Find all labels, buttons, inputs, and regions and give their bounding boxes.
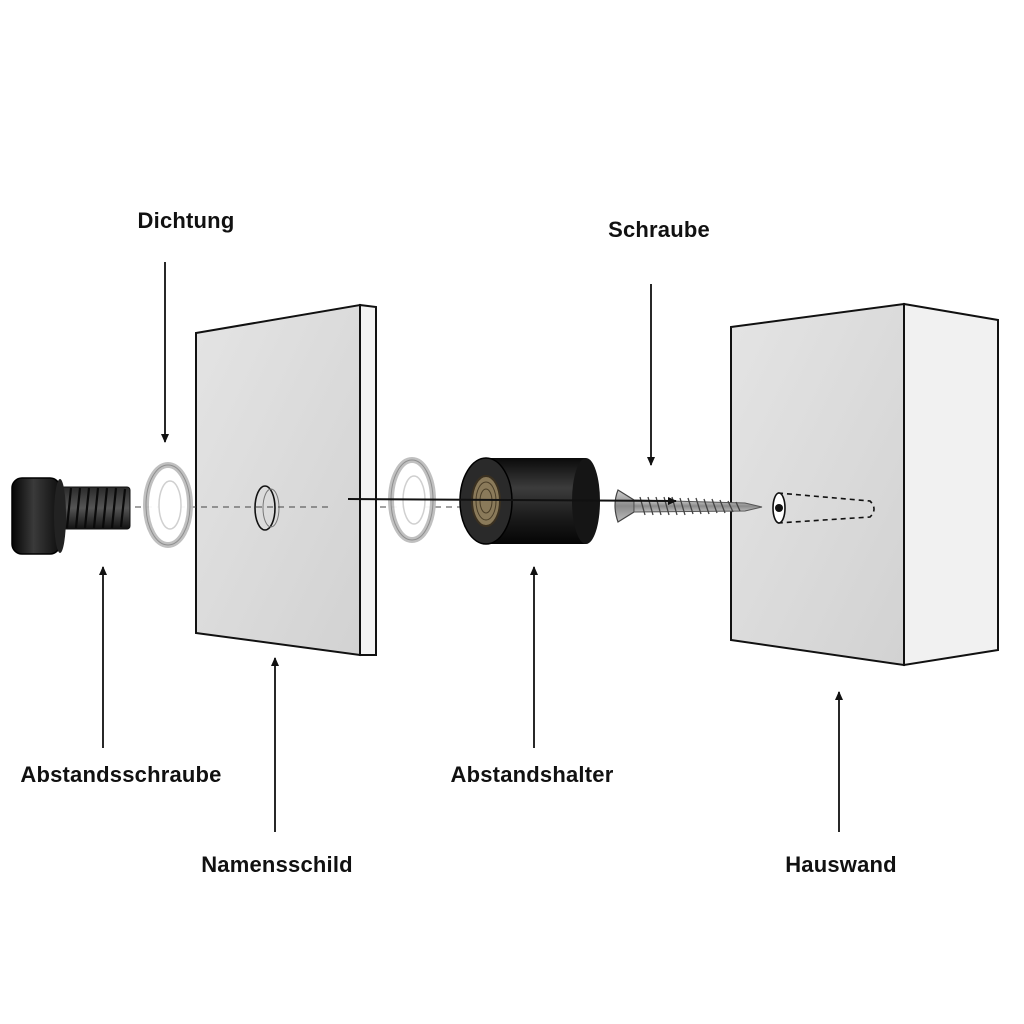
house-wall-face: [730, 302, 905, 667]
spacer: [459, 457, 600, 545]
cap-screw-head: [11, 477, 61, 555]
wall-plug-bore: [775, 504, 783, 512]
label-abstandshalter: Abstandshalter: [450, 762, 614, 787]
wood-screw: [614, 489, 763, 523]
wall-plug: [777, 492, 875, 524]
label-dichtung: Dichtung: [137, 208, 235, 233]
cap-screw-head-top: [54, 479, 66, 553]
name-plate: [195, 303, 377, 657]
name-plate-edge: [359, 303, 377, 656]
seal-washer-left: [143, 462, 193, 548]
insertion-arrow: [347, 496, 677, 505]
label-namensschild: Namensschild: [201, 852, 353, 877]
house-wall: [730, 302, 999, 667]
label-hauswand: Hauswand: [785, 852, 897, 877]
name-plate-face: [195, 303, 361, 657]
house-wall-side: [903, 302, 999, 667]
wood-screw-head: [614, 489, 635, 523]
name-plate-hole-back: [262, 488, 280, 528]
cap-screw: [11, 477, 131, 555]
name-plate-hole: [254, 485, 276, 531]
label-schraube: Schraube: [608, 217, 710, 242]
label-abstandsschraube: Abstandsschraube: [20, 762, 222, 787]
